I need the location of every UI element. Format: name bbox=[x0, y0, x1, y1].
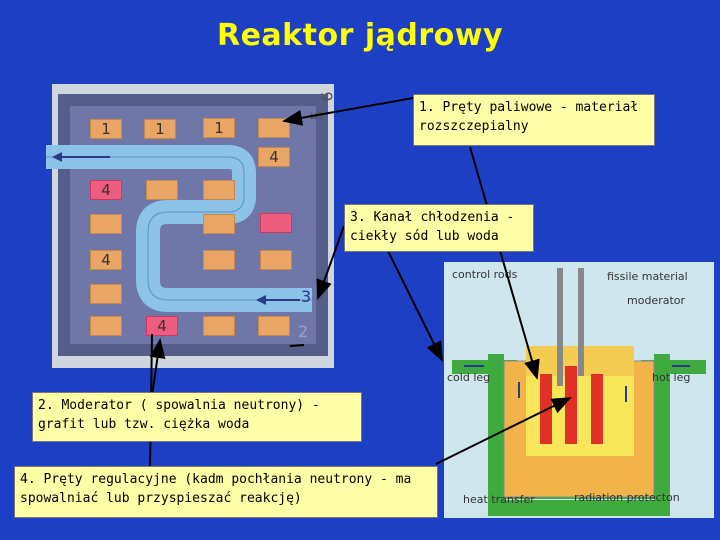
fuel-rod bbox=[258, 118, 290, 138]
label-moderator: moderator bbox=[627, 294, 686, 307]
fuel-rod bbox=[258, 316, 290, 336]
fuel-rod bbox=[203, 214, 235, 234]
fuel-rod bbox=[203, 250, 235, 270]
callout-coolant-channel: 3. Kanał chłodzenia - ciekły sód lub wod… bbox=[344, 204, 534, 252]
label-heat-transfer: heat transfer bbox=[463, 493, 535, 506]
reactor-diagram bbox=[452, 268, 706, 516]
fuel-rod bbox=[90, 316, 122, 336]
fuel-rod bbox=[203, 316, 235, 336]
label-fissile-material: fissile material bbox=[607, 270, 688, 283]
fuel-rod bbox=[146, 180, 178, 200]
fuel-rod bbox=[203, 180, 235, 200]
fuel-rod: 1 bbox=[90, 119, 122, 139]
control-rod bbox=[260, 213, 292, 233]
fuel-rod bbox=[90, 284, 122, 304]
label-cold-leg: cold leg bbox=[447, 371, 491, 384]
fuel-rod: 1 bbox=[203, 118, 235, 138]
callout-control-rods: 4. Pręty regulacyjne (kadm pochłania neu… bbox=[14, 466, 438, 518]
label-moderator-number: 2 bbox=[298, 322, 309, 341]
callout-fuel-rods: 1. Pręty paliwowe - materiał rozszczepia… bbox=[413, 94, 655, 146]
fuel-rod bbox=[260, 250, 292, 270]
label-radiation-protection: radiation protecton bbox=[574, 491, 680, 504]
label-hot-leg: hot leg bbox=[652, 371, 691, 384]
page-title: Reaktor jądrowy bbox=[216, 18, 503, 53]
control-rod: 4 bbox=[146, 316, 178, 336]
label-control-rods: control rods bbox=[452, 268, 518, 281]
label-coolant-number: 3 bbox=[301, 287, 312, 306]
callout-moderator: 2. Moderator ( spowalnia neutrony) - gra… bbox=[32, 392, 362, 442]
fuel-rod: 1 bbox=[144, 119, 176, 139]
fuel-rod: 4 bbox=[90, 250, 122, 270]
fuel-rod bbox=[90, 214, 122, 234]
control-rod: 4 bbox=[90, 180, 122, 200]
fuel-rod: 4 bbox=[258, 147, 290, 167]
